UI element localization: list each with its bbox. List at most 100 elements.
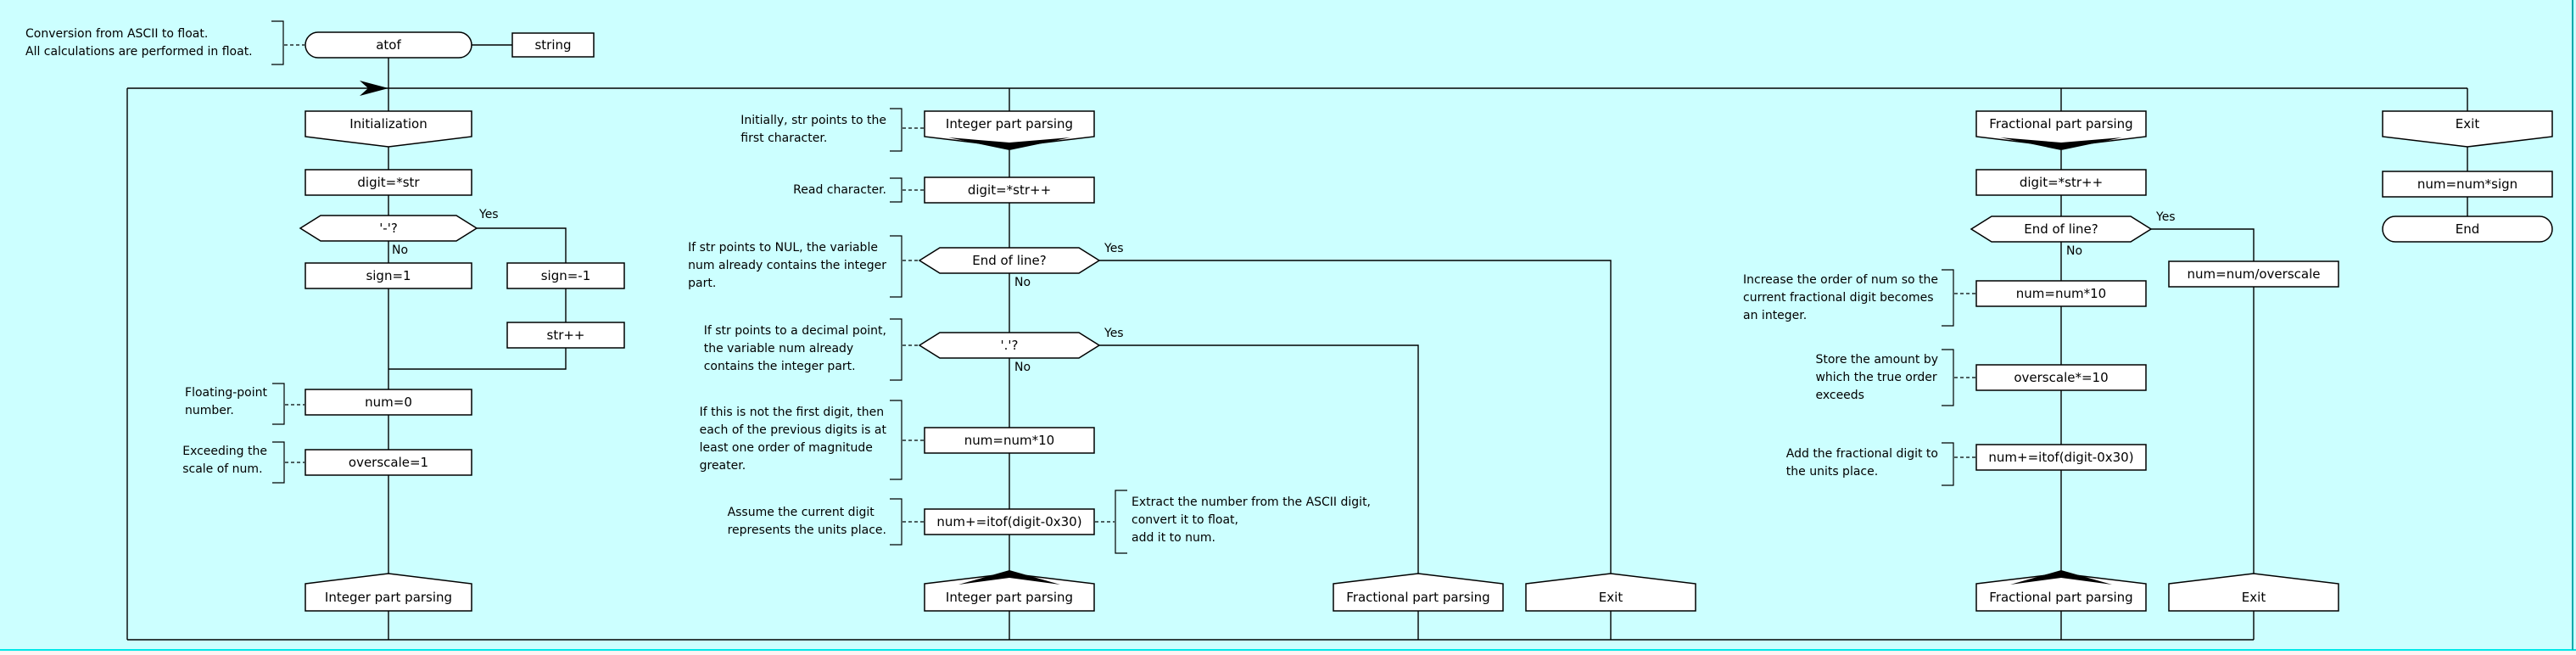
- annotation-not-first-digit: If this is not the first digit, then eac…: [699, 406, 886, 473]
- label-exit: Exit: [2455, 115, 2480, 132]
- process-normalize: num=num/overscale: [2187, 266, 2321, 282]
- terminator-end-shape: [2382, 216, 2553, 243]
- decision-minus-shape: [299, 215, 478, 242]
- process-advance-str: str++: [546, 327, 585, 343]
- process-int-shift: num=num*10: [964, 432, 1055, 448]
- process-sign-plus: sign=1: [366, 267, 411, 283]
- annotation-bracket: [272, 383, 285, 425]
- goto-exit: Exit: [1598, 589, 1623, 605]
- annotation-floating-point: Floating-point number.: [185, 386, 267, 417]
- label-fractional-part-shape: [1975, 110, 2147, 148]
- decision-int-eol-shape: [918, 247, 1101, 274]
- process-frac-shift: num=num*10: [2015, 285, 2107, 301]
- data-string-shape: [511, 32, 595, 58]
- goto-integer-part: Integer part parsing: [324, 589, 453, 605]
- annotation-bracket: [272, 441, 285, 484]
- process-frac-shift-shape: [1975, 280, 2147, 307]
- process-int-shift-shape: [924, 427, 1095, 454]
- process-read-digit: digit=*str: [357, 174, 420, 190]
- decision-dot-shape: [918, 332, 1101, 359]
- branch-no-label: No: [392, 244, 409, 257]
- process-advance-str-shape: [506, 322, 625, 349]
- annotation-bracket: [890, 235, 902, 298]
- goto-fractional-part: Fractional part parsing: [1346, 589, 1490, 605]
- label-chevron-icon: [2000, 137, 2122, 150]
- goto-fractional-part: Fractional part parsing: [1989, 589, 2133, 605]
- annotation-bracket: [890, 177, 902, 203]
- decision-minus: '-'?: [379, 220, 398, 236]
- annotation-initially: Initially, str points to the first chara…: [740, 114, 886, 145]
- process-int-read-shape: [924, 176, 1095, 204]
- branch-no-label: No: [1014, 361, 1031, 374]
- branch-yes-label: Yes: [1104, 242, 1124, 255]
- label-integer-part-shape: [924, 110, 1095, 148]
- annotation-bracket: [1942, 269, 1954, 327]
- branch-yes-label: Yes: [2156, 210, 2176, 224]
- annotation-nul: If str points to NUL, the variable num a…: [688, 241, 886, 290]
- decision-frac-eol: End of line?: [2024, 221, 2098, 237]
- annotation-add-fractional: Add the fractional digit to the units pl…: [1785, 447, 1938, 479]
- annotation-header-note: Conversion from ASCII to float. All calc…: [25, 27, 253, 59]
- bottom-margin-strip: [0, 651, 2576, 655]
- annotation-bracket: [890, 108, 902, 152]
- goto-exit-shape: [2168, 573, 2339, 612]
- annotation-assume-units: Assume the current digit represents the …: [727, 506, 886, 537]
- process-apply-sign-shape: [2382, 171, 2553, 198]
- terminator-atof: atof: [376, 36, 401, 53]
- annotation-bracket: [890, 400, 902, 480]
- goto-exit: Exit: [2241, 589, 2266, 605]
- terminator-end: End: [2455, 221, 2480, 237]
- flow-line: [2151, 228, 2255, 640]
- goto-integer-part-shape: [305, 573, 472, 612]
- label-chevron-icon: [948, 137, 1070, 150]
- annotation-read-character: Read character.: [793, 183, 886, 197]
- process-apply-sign: num=num*sign: [2417, 176, 2518, 192]
- label-exit-shape: [2382, 110, 2553, 148]
- annotation-bracket: [1942, 442, 1954, 486]
- goto-chevron-icon: [958, 570, 1060, 585]
- annotation-store-amount: Store the amount by which the true order…: [1815, 353, 1938, 402]
- annotation-extract: Extract the number from the ASCII digit,…: [1132, 495, 1372, 545]
- process-sign-minus-shape: [506, 262, 625, 289]
- process-frac-add: num+=itof(digit-0x30): [1988, 449, 2134, 465]
- process-num-zero: num=0: [365, 394, 412, 410]
- process-int-add: num+=itof(digit-0x30): [936, 513, 1082, 529]
- annotation-bracket: [1942, 349, 1954, 406]
- goto-chevron-icon: [2010, 570, 2112, 585]
- data-string: string: [534, 36, 572, 53]
- annotation-increase-order: Increase the order of num so the current…: [1743, 273, 1938, 322]
- annotation-decimal: If str points to a decimal point, the va…: [703, 324, 886, 373]
- flow-line: [388, 227, 567, 370]
- process-int-read: digit=*str++: [967, 182, 1052, 198]
- annotation-bracket: [890, 498, 902, 546]
- label-initialization: Initialization: [349, 115, 427, 132]
- decision-int-eol: End of line?: [972, 252, 1047, 268]
- annotation-bracket: [271, 20, 284, 65]
- goto-fractional-part-shape: [1333, 573, 1504, 612]
- process-overscale-one: overscale=1: [348, 454, 429, 470]
- process-normalize-shape: [2168, 260, 2339, 288]
- decision-frac-eol-shape: [1970, 216, 2153, 243]
- process-read-digit-shape: [305, 169, 472, 196]
- branch-no-label: No: [1014, 276, 1031, 289]
- decision-dot: '.'?: [1000, 337, 1019, 353]
- annotation-exceeding: Exceeding the scale of num.: [182, 445, 267, 476]
- process-sign-minus: sign=-1: [540, 267, 591, 283]
- label-initialization-shape: [305, 110, 472, 148]
- process-num-zero-shape: [305, 389, 472, 416]
- label-integer-part: Integer part parsing: [945, 115, 1074, 132]
- flow-line: [1099, 260, 1612, 640]
- terminator-atof-shape: [305, 31, 472, 59]
- goto-integer-part: Integer part parsing: [945, 589, 1074, 605]
- process-overscale-mul: overscale*=10: [2014, 369, 2109, 385]
- process-frac-add-shape: [1975, 444, 2147, 471]
- branch-yes-label: Yes: [1104, 327, 1124, 340]
- flow-line: [1099, 344, 1419, 640]
- annotation-bracket: [1115, 490, 1127, 554]
- branch-no-label: No: [2066, 244, 2083, 258]
- process-overscale-mul-shape: [1975, 364, 2147, 391]
- process-sign-plus-shape: [305, 262, 472, 289]
- goto-exit-shape: [1525, 573, 1696, 612]
